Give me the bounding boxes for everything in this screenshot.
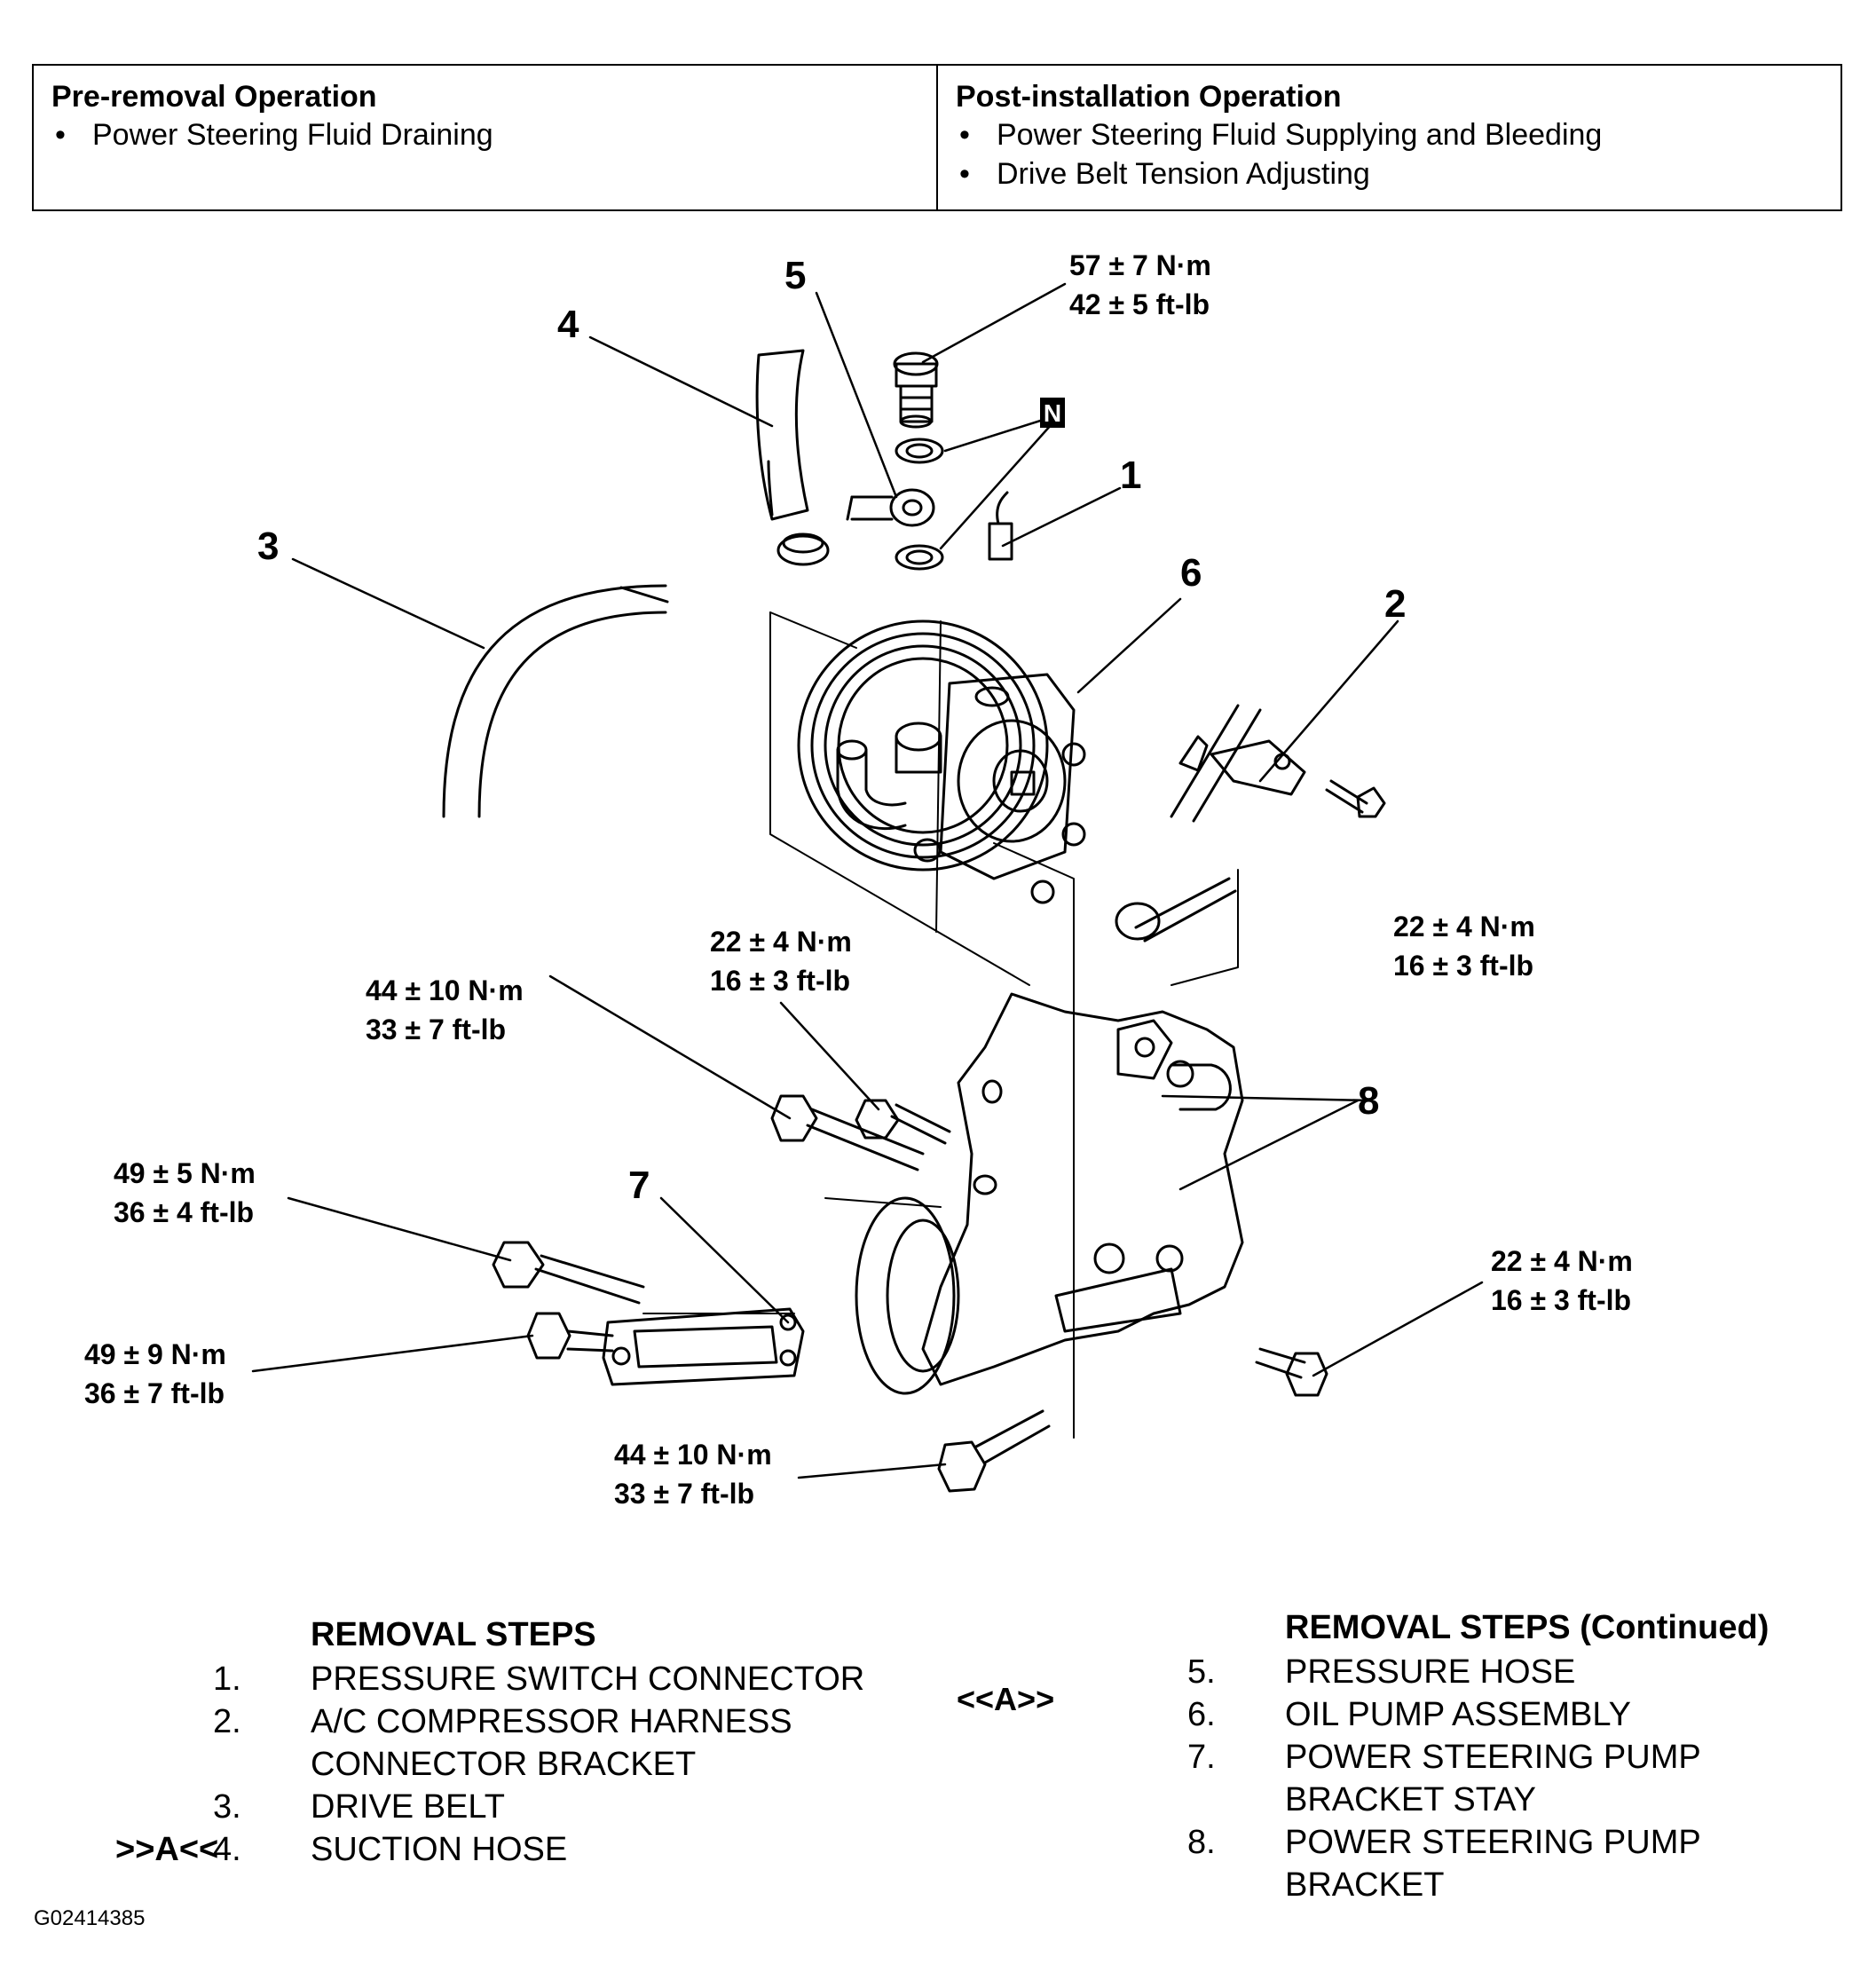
torque-nm: 49 ± 5 N·m (114, 1157, 256, 1189)
bolt (526, 1312, 614, 1360)
torque-nm: 44 ± 10 N·m (614, 1439, 772, 1471)
torque-ftlb: 16 ± 3 ft-lb (710, 965, 850, 997)
callout-4: 4 (557, 303, 579, 346)
bolt (855, 1099, 951, 1145)
pump-bracket-stay (602, 1307, 805, 1386)
callout-1: 1 (1120, 454, 1141, 497)
removal-steps-heading: REMOVAL STEPS (311, 1616, 596, 1653)
step-name: DRIVE BELT (311, 1788, 505, 1826)
hose-clamp (776, 532, 830, 566)
eye-bolt (893, 351, 939, 429)
bolt (1325, 779, 1386, 818)
pressure-hose-fitting (846, 488, 935, 527)
step-number: 8. (1187, 1824, 1216, 1861)
step-number: 1. (213, 1660, 241, 1698)
callout-8: 8 (1358, 1079, 1379, 1123)
service-point-mark: <<A>> (957, 1681, 1055, 1717)
removal-step: 2. A/C COMPRESSOR HARNESS CONNECTOR BRAC… (115, 1700, 932, 1786)
removal-step: 1. PRESSURE SWITCH CONNECTOR (115, 1658, 932, 1700)
bolt (492, 1241, 645, 1305)
pressure-switch-connector (988, 491, 1013, 561)
non-reusable-part-symbol (1040, 398, 1065, 428)
torque-nm: 22 ± 4 N·m (1393, 911, 1535, 943)
removal-step: >>A<< 4. SUCTION HOSE (115, 1828, 932, 1871)
step-name: SUCTION HOSE (311, 1831, 568, 1868)
torque-nm: 22 ± 4 N·m (710, 926, 852, 958)
pre-removal-item: Power Steering Fluid Draining (51, 115, 918, 154)
gasket-washer (895, 438, 944, 464)
pre-removal-column: Pre-removal Operation Power Steering Flu… (34, 66, 936, 209)
oil-pump-assembly (797, 619, 1086, 904)
post-installation-item: Power Steering Fluid Supplying and Bleed… (956, 115, 1823, 154)
step-name: OIL PUMP ASSEMBLY (1285, 1696, 1632, 1733)
torque-ftlb: 33 ± 7 ft-lb (366, 1014, 506, 1045)
ac-harness-connector-bracket (1170, 704, 1306, 823)
post-installation-heading: Post-installation Operation (956, 80, 1342, 114)
torque-ftlb: 36 ± 7 ft-lb (84, 1377, 225, 1409)
leader-lines (251, 282, 1484, 1479)
step-name: PRESSURE HOSE (1285, 1653, 1576, 1691)
removal-steps-left: REMOVAL STEPS 1. PRESSURE SWITCH CONNECT… (115, 1613, 932, 1871)
post-installation-column: Post-installation Operation Power Steeri… (936, 66, 1841, 209)
bolt (1255, 1347, 1328, 1397)
operations-table: Pre-removal Operation Power Steering Flu… (32, 64, 1842, 211)
pump-bracket (855, 992, 1244, 1395)
step-name: A/C COMPRESSOR HARNESS CONNECTOR BRACKET (311, 1703, 792, 1783)
step-number: 5. (1187, 1653, 1216, 1691)
callout-6: 6 (1180, 551, 1202, 595)
bolt (937, 1409, 1051, 1493)
figure-id: G02414385 (34, 1906, 146, 1930)
step-number: 4. (213, 1831, 241, 1868)
step-name: PRESSURE SWITCH CONNECTOR (311, 1660, 865, 1698)
removal-steps-continued-heading: REMOVAL STEPS (Continued) (1285, 1609, 1770, 1646)
torque-ftlb: 33 ± 7 ft-lb (614, 1478, 754, 1510)
alignment-lines (642, 611, 1239, 1439)
service-point-mark: >>A<< (115, 1831, 219, 1868)
step-number: 6. (1187, 1696, 1216, 1733)
torque-ftlb: 16 ± 3 ft-lb (1393, 950, 1533, 982)
step-number: 2. (213, 1703, 241, 1740)
removal-step: 6. OIL PUMP ASSEMBLY (1187, 1693, 1876, 1736)
exploded-diagram: N 1 2 3 4 5 6 7 8 57 ± 7 N·m 42 ± 5 ft-l… (84, 249, 1633, 1510)
callout-2: 2 (1384, 582, 1406, 626)
callout-7: 7 (628, 1163, 650, 1207)
callout-5: 5 (784, 254, 806, 297)
gasket-washer (895, 544, 944, 571)
bolt (770, 1094, 925, 1171)
bolt (1115, 877, 1237, 943)
torque-ftlb: 36 ± 4 ft-lb (114, 1196, 254, 1228)
torque-ftlb: 42 ± 5 ft-lb (1069, 288, 1210, 320)
callout-3: 3 (257, 525, 279, 568)
step-name: POWER STEERING PUMP BRACKET (1285, 1824, 1701, 1904)
nut-symbol-letter: N (1044, 399, 1061, 427)
torque-nm: 49 ± 9 N·m (84, 1338, 226, 1370)
torque-nm: 44 ± 10 N·m (366, 974, 524, 1006)
pre-removal-heading: Pre-removal Operation (51, 80, 377, 114)
removal-step: 3. DRIVE BELT (115, 1786, 932, 1828)
step-number: 3. (213, 1788, 241, 1826)
removal-steps-right: REMOVAL STEPS (Continued) 5. PRESSURE HO… (1187, 1606, 1876, 1906)
torque-nm: 22 ± 4 N·m (1491, 1245, 1633, 1277)
post-installation-item: Drive Belt Tension Adjusting (956, 154, 1823, 193)
torque-nm: 57 ± 7 N·m (1069, 249, 1211, 281)
step-number: 7. (1187, 1739, 1216, 1776)
torque-specs: 57 ± 7 N·m 42 ± 5 ft-lb 22 ± 4 N·m 16 ± … (84, 249, 1633, 1510)
suction-hose (755, 349, 809, 521)
torque-ftlb: 16 ± 3 ft-lb (1491, 1284, 1631, 1316)
removal-step: 5. PRESSURE HOSE (1187, 1651, 1876, 1693)
removal-step: 7. POWER STEERING PUMP BRACKET STAY (1187, 1736, 1876, 1821)
removal-step: 8. POWER STEERING PUMP BRACKET (1187, 1821, 1876, 1906)
step-name: POWER STEERING PUMP BRACKET STAY (1285, 1739, 1701, 1818)
drive-belt (442, 584, 669, 818)
